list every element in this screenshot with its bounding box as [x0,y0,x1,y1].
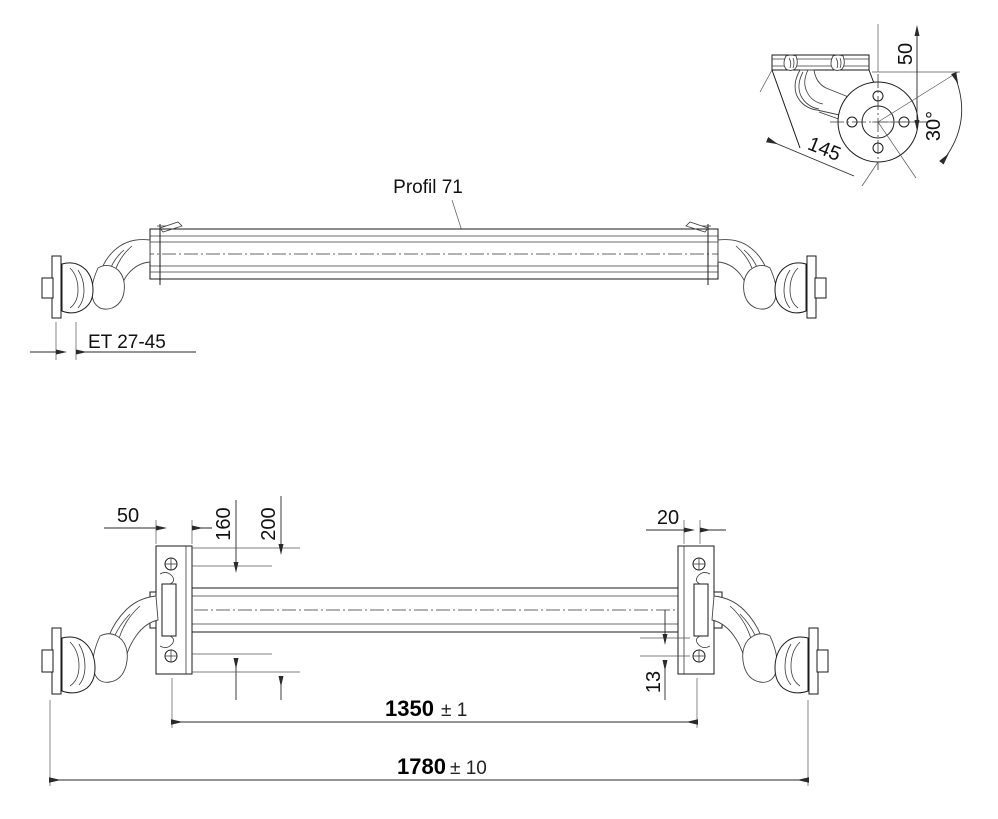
dimension-overall-1780: 1780 ± 10 [49,700,809,786]
dimension-bracket-20: 20 [646,507,726,544]
top-view-beam [140,228,728,280]
top-view-left-hub-assembly [41,239,151,319]
dimension-beam-160: 160 [192,500,272,700]
bottom-left-bracket [155,545,193,675]
dimension-detail-50-text: 50 [895,43,917,65]
dimension-beam-200-text: 200 [258,507,280,540]
bottom-right-hub-assembly [711,595,829,695]
dimension-beam-200: 200 [192,496,300,700]
dimension-et-text: ET 27-45 [88,332,166,353]
bottom-view: 50 160 200 20 [41,496,829,786]
bottom-left-hub-assembly [41,595,159,695]
dimension-beam-160-text: 160 [213,507,235,540]
dimension-detail-30deg: 30° [877,71,963,179]
top-view-right-hub-assembly [717,239,827,319]
dimension-overall-1780-tolerance: ± 10 [450,758,487,779]
dimension-bracket-13: 13 [640,610,690,700]
top-view-right-bracket-marker [685,221,711,285]
bottom-right-bracket [677,545,715,675]
dimension-bracket-20-text: 20 [657,507,679,529]
dimension-bracket-13-text: 13 [643,671,665,693]
dimension-bracket-50: 50 [104,505,212,544]
dimension-detail-50: 50 [872,24,960,131]
dimension-et: ET 27-45 [30,322,196,360]
detail-arm-left-edge [771,69,801,149]
bottom-view-beam [150,587,720,633]
dimension-overall-1780-value: 1780 [397,754,446,779]
detail-bracket-plate [771,54,870,71]
dimension-bracket-50-text: 50 [117,505,139,527]
dimension-detail-30deg-text: 30° [923,111,945,141]
top-view-left-bracket-marker [157,221,183,285]
profile-label: Profil 71 [393,177,463,198]
dimension-track-1350-tolerance: ± 1 [441,700,467,721]
top-view: Profil 71 [30,177,827,360]
dimension-track-1350: 1350 ± 1 [171,678,698,728]
dimension-track-1350-value: 1350 [385,696,434,721]
